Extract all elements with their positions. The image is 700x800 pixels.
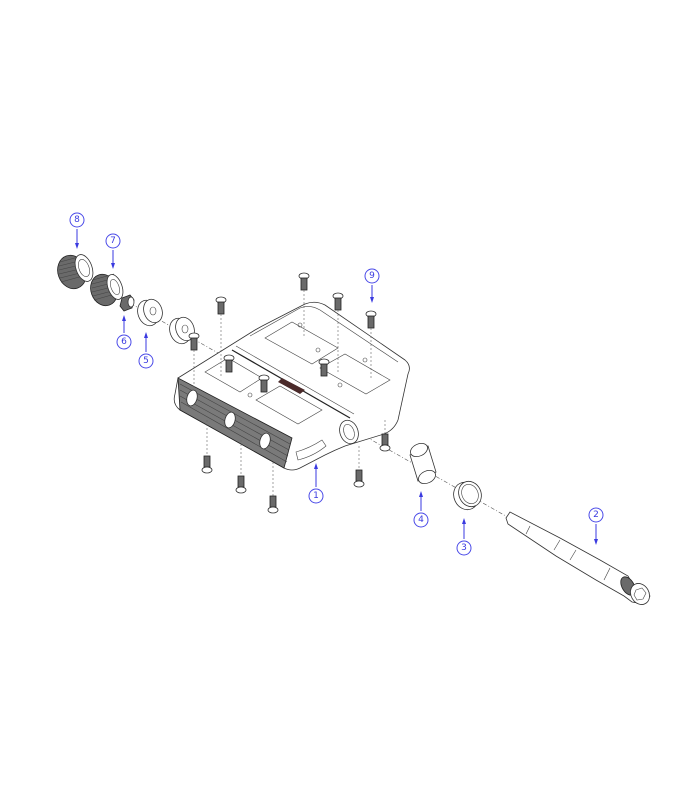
pin — [258, 374, 270, 393]
pin — [365, 310, 377, 380]
callout-4-label: 4 — [418, 515, 424, 525]
callout-5-label: 5 — [143, 356, 149, 366]
traction-pins-bottom — [201, 420, 391, 514]
pin — [201, 420, 213, 474]
pin — [298, 272, 310, 336]
part-7-threaded-cap — [90, 273, 124, 307]
pin — [353, 446, 365, 488]
callout-3-label: 3 — [461, 543, 467, 553]
callout-7-label: 7 — [110, 236, 116, 246]
callout-1-label: 1 — [313, 491, 319, 501]
callout-6: 6 — [116, 315, 132, 350]
pin — [235, 440, 247, 494]
part-1-pedal-body — [173, 301, 410, 471]
callout-7: 7 — [105, 233, 121, 269]
callout-3: 3 — [456, 518, 472, 556]
callout-9: 9 — [364, 268, 380, 303]
callout-2: 2 — [588, 507, 604, 545]
pin — [267, 462, 279, 514]
callout-1: 1 — [308, 463, 324, 504]
pin — [215, 296, 227, 378]
callout-5: 5 — [138, 332, 154, 369]
part-9-traction-pins-top — [188, 272, 377, 393]
pin — [318, 358, 330, 377]
callout-4: 4 — [413, 491, 429, 528]
part-8-end-cap — [57, 254, 94, 290]
pin — [332, 292, 344, 372]
pin — [379, 420, 391, 452]
part-6-lock-nut — [119, 294, 135, 312]
callout-9-label: 9 — [369, 271, 375, 281]
callout-8: 8 — [69, 212, 85, 249]
part-5-washer — [137, 298, 163, 327]
assembly-axis — [67, 267, 641, 593]
callouts: 1 2 3 4 5 — [69, 212, 604, 556]
callout-6-label: 6 — [121, 337, 127, 347]
callout-2-label: 2 — [593, 510, 599, 520]
callout-8-label: 8 — [74, 215, 80, 225]
pin — [223, 354, 235, 373]
pin — [188, 332, 200, 390]
part-3-seal — [453, 480, 482, 511]
part-4-bushing — [409, 442, 437, 485]
part-2-spindle — [505, 511, 651, 605]
